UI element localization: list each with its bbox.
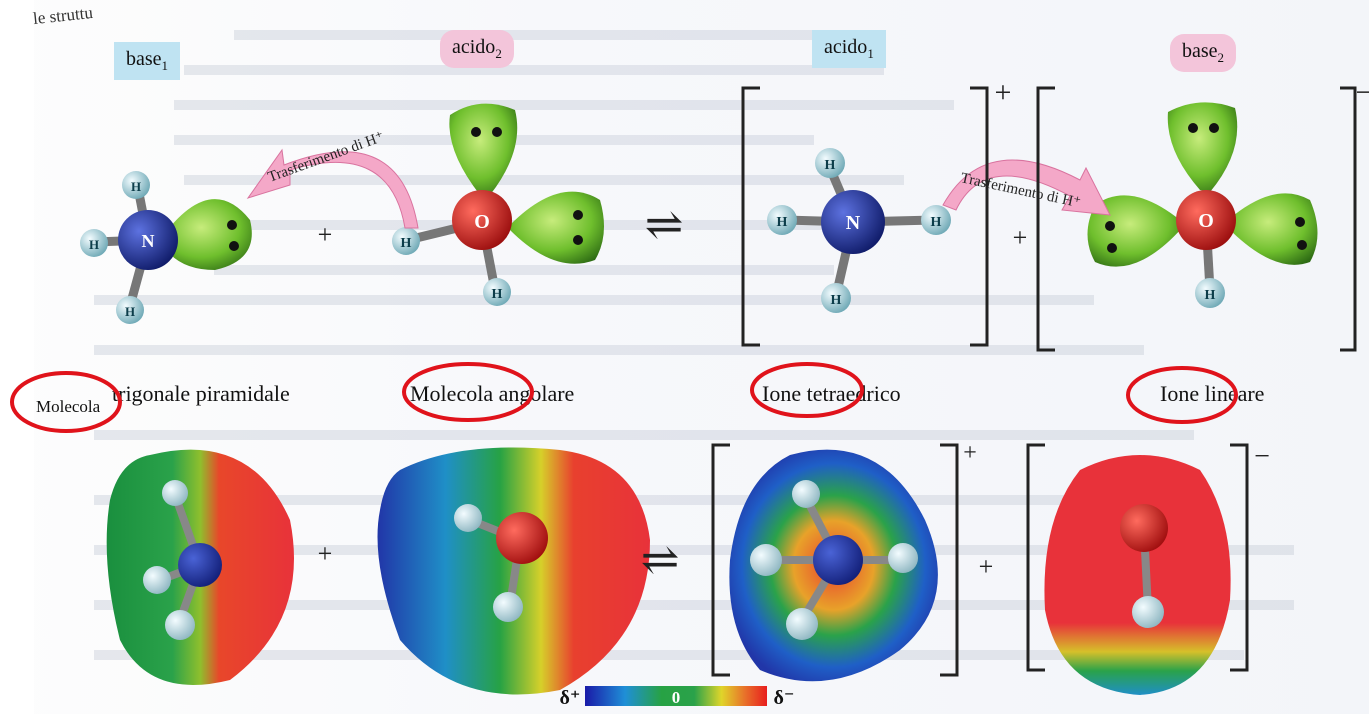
scale-label-positive: δ⁺: [560, 687, 581, 709]
scale-label-negative: δ⁻: [774, 687, 795, 709]
scale-label-zero: 0: [672, 688, 681, 707]
